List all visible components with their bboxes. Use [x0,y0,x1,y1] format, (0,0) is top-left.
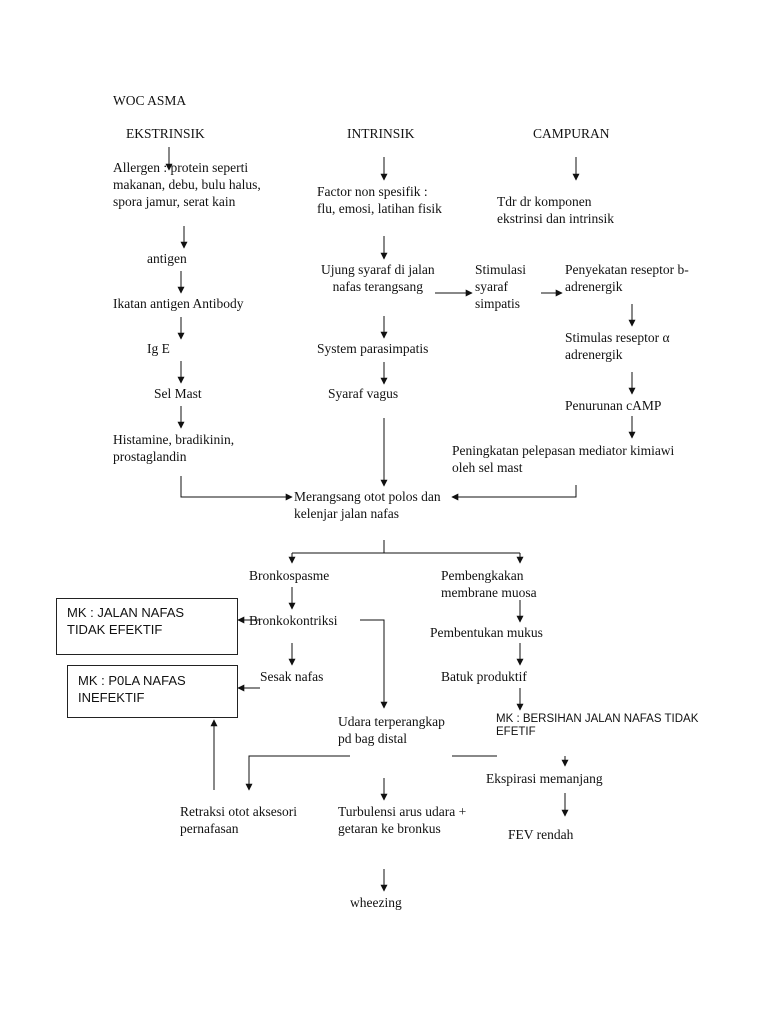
node-syaraf-vagus: Syaraf vagus [328,386,399,401]
node-parasimpatis: System parasimpatis [317,341,429,356]
mk-pola-nafas-line1: MK : P0LA NAFAS [78,673,186,688]
node-bronkospasme: Bronkospasme [249,568,330,583]
node-bronkokontriksi: Bronkokontriksi [249,613,338,628]
arrow-histamine-merangsang [180,476,293,501]
node-ekspirasi-memanjang: Ekspirasi memanjang [486,771,603,786]
node-histamine: Histamine, bradikinin,prostaglandin [113,432,235,464]
node-penurunan-camp: Penurunan cAMP [565,398,662,413]
node-sel-mast: Sel Mast [154,386,202,401]
mk-jalan-nafas-box: MK : JALAN NAFAS TIDAK EFEKTIF [56,598,238,655]
node-wheezing: wheezing [350,895,402,910]
node-batuk-produktif: Batuk produktif [441,669,527,684]
node-fev-rendah: FEV rendah [508,827,574,842]
node-ikatan-antigen: Ikatan antigen Antibody [113,296,244,311]
heading-intrinsik: INTRINSIK [347,126,415,141]
heading-ekstrinsik: EKSTRINSIK [126,126,205,141]
mk-jalan-nafas-line1: MK : JALAN NAFAS [67,605,185,620]
arrow-peningkatan-merangsang [451,485,577,501]
node-antigen: antigen [147,251,187,266]
arrow-bronkokontriksi-udara [360,619,388,709]
node-sesak-nafas: Sesak nafas [260,669,324,684]
arrow-udara-retraksi [245,755,350,791]
node-factor-non-spesifik: Factor non spesifik :flu, emosi, latihan… [317,184,442,216]
node-penyekatan-reseptor: Penyekatan reseptor b-adrenergik [565,262,689,294]
node-turbulensi: Turbulensi arus udara +getaran ke bronku… [338,804,467,836]
node-ige: Ig E [147,341,170,356]
diagram-title: WOC ASMA [113,93,187,108]
node-pembentukan-mukus: Pembentukan mukus [430,625,543,640]
mk-jalan-nafas-line2: TIDAK EFEKTIF [67,622,163,637]
mk-pola-nafas-line2: INEFEKTIF [78,690,145,705]
heading-campuran: CAMPURAN [533,126,610,141]
mk-pola-nafas-box: MK : P0LA NAFAS INEFEKTIF [67,665,238,718]
